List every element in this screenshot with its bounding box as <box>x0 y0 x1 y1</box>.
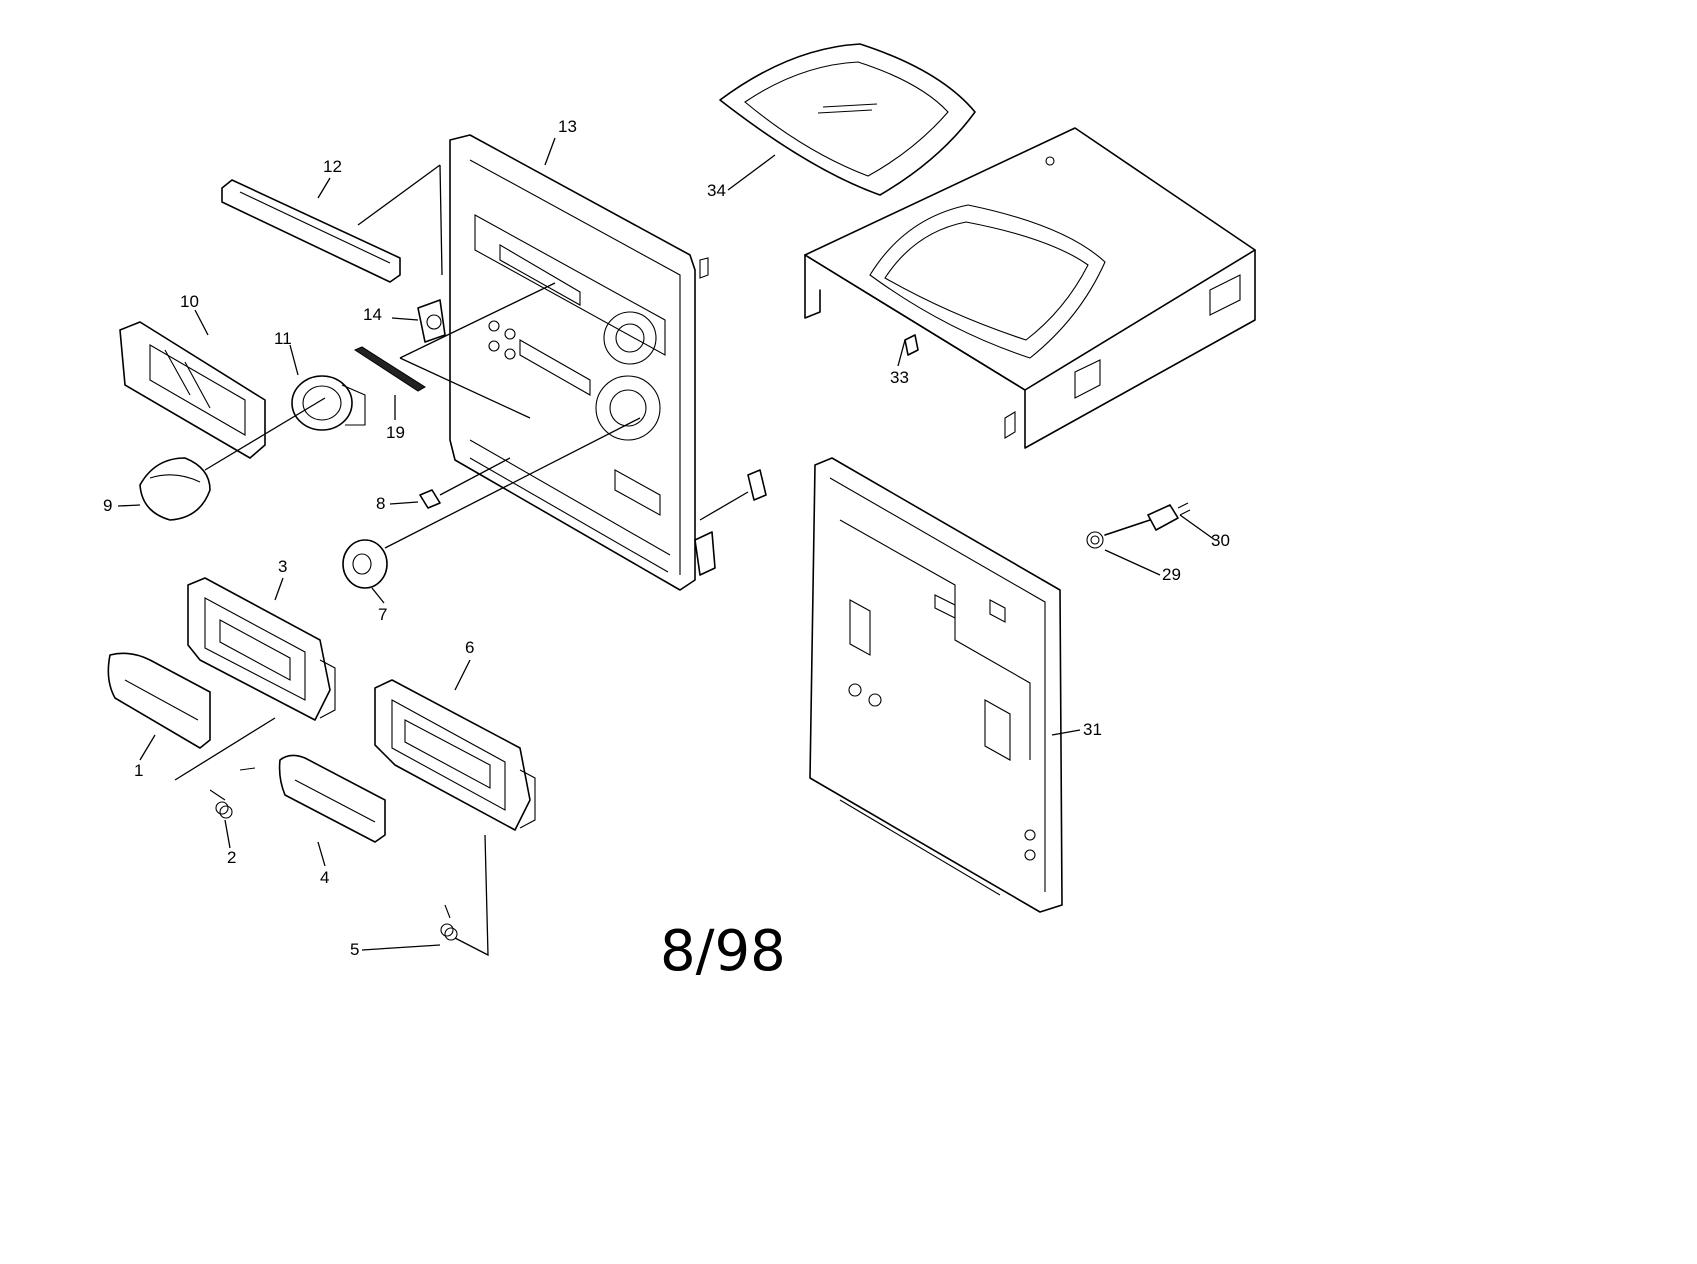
part-13-front-panel <box>449 134 709 591</box>
label-part-34: 34 <box>707 181 726 200</box>
label-part-8: 8 <box>376 494 385 513</box>
label-part-6: 6 <box>465 638 474 657</box>
part-1-cassette-door <box>107 652 276 781</box>
part-10-window-panel <box>119 321 266 459</box>
label-part-4: 4 <box>320 868 329 887</box>
label-part-33: 33 <box>890 368 909 387</box>
date-code: 8/98 <box>660 919 786 984</box>
label-part-14: 14 <box>363 305 382 324</box>
part-31-rear-panel <box>809 457 1063 913</box>
label-part-3: 3 <box>278 557 287 576</box>
part-7-round-knob <box>342 417 641 589</box>
part-3-cassette-frame <box>187 577 336 721</box>
part-4-cassette-door <box>278 754 386 843</box>
part-34-lid-panel <box>719 43 976 196</box>
part-9-knob <box>139 397 326 521</box>
part-5-spring <box>440 834 489 957</box>
label-part-12: 12 <box>323 157 342 176</box>
part-8-small-button <box>419 457 511 509</box>
label-part-19: 19 <box>386 423 405 442</box>
part-labels: 1 2 3 4 5 6 7 8 9 10 11 12 13 14 19 29 3… <box>103 117 1230 959</box>
label-part-29: 29 <box>1162 565 1181 584</box>
part-29-30-power-cord <box>1086 502 1216 576</box>
label-part-30: 30 <box>1211 531 1230 550</box>
part-12-trim-strip <box>221 164 443 283</box>
part-6-cassette-frame <box>374 679 536 831</box>
label-part-5: 5 <box>350 940 359 959</box>
label-part-9: 9 <box>103 496 112 515</box>
label-part-2: 2 <box>227 848 236 867</box>
label-part-11: 11 <box>274 329 292 348</box>
part-11-ring-bezel <box>291 375 366 431</box>
part-33-cabinet-cover <box>804 127 1256 449</box>
part-19-filter-strip <box>353 282 556 419</box>
label-part-13: 13 <box>558 117 577 136</box>
label-part-1: 1 <box>134 761 143 780</box>
leader-lines <box>117 137 1081 951</box>
misc-small-parts <box>694 334 919 576</box>
part-2-spring <box>209 767 256 819</box>
label-part-31: 31 <box>1083 720 1102 739</box>
part-14-bracket <box>417 299 446 343</box>
label-part-10: 10 <box>180 292 199 311</box>
label-part-7: 7 <box>378 605 387 624</box>
